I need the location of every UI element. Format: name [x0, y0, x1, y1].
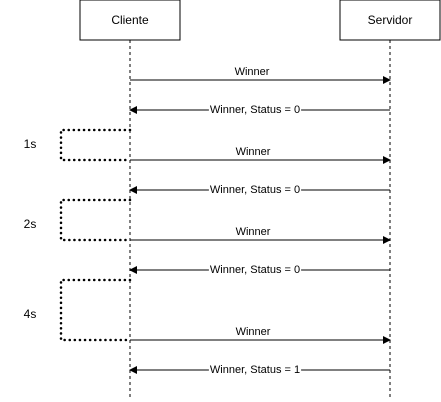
delay-1s: 1s: [24, 128, 132, 162]
message-label: Winner, Status = 1: [210, 364, 300, 376]
message-label: Winner: [236, 146, 271, 158]
message-label: Winner: [235, 66, 270, 78]
delay-label: 1s: [24, 137, 37, 151]
message-label: Winner: [236, 226, 271, 238]
message-2: Winner, Status = 0: [129, 103, 390, 116]
delay-label: 4s: [24, 307, 37, 321]
message-4: Winner, Status = 0: [129, 183, 390, 196]
message-3: Winner: [130, 146, 391, 164]
message-label: Winner: [236, 326, 271, 338]
server-participant: Servidor: [339, 0, 441, 41]
delay-4s: 4s: [24, 278, 132, 342]
client-label: Cliente: [111, 13, 149, 27]
delay-label: 2s: [24, 217, 37, 231]
message-5: Winner: [130, 226, 391, 244]
message-8: Winner, Status = 1: [129, 363, 390, 376]
message-7: Winner: [130, 326, 391, 344]
message-label: Winner, Status = 0: [210, 264, 300, 276]
server-label: Servidor: [368, 13, 413, 27]
message-6: Winner, Status = 0: [129, 263, 390, 276]
client-participant: Cliente: [79, 0, 181, 41]
delay-2s: 2s: [24, 198, 132, 242]
message-label: Winner, Status = 0: [210, 104, 300, 116]
message-1: Winner: [130, 66, 391, 84]
message-label: Winner, Status = 0: [210, 184, 300, 196]
